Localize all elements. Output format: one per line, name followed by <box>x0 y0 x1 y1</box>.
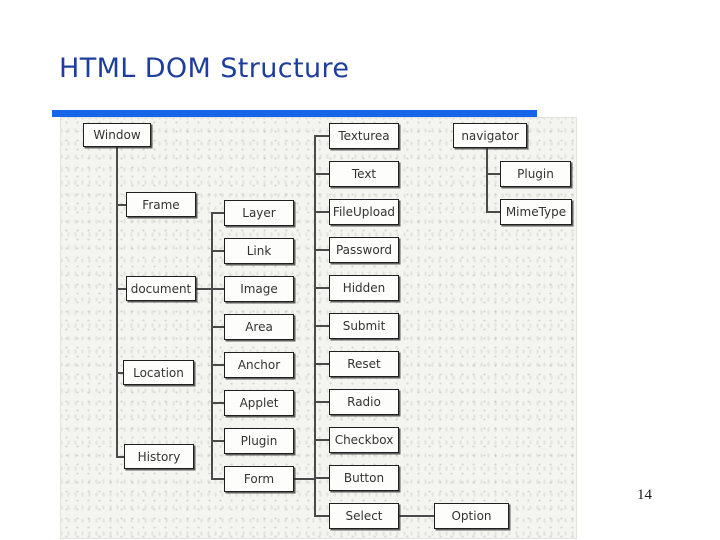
connector-line <box>314 401 329 403</box>
connector-line <box>314 287 329 289</box>
tree-node-radio: Radio <box>329 389 399 415</box>
connector-line <box>211 478 224 480</box>
page-number: 14 <box>637 487 652 503</box>
connector-line <box>211 326 224 328</box>
tree-node-navigator: navigator <box>453 123 527 148</box>
connector-line <box>116 372 123 374</box>
connector-line <box>211 250 224 252</box>
tree-node-plugin-navigator: Plugin <box>500 161 571 187</box>
tree-node-submit: Submit <box>329 313 399 339</box>
tree-node-option: Option <box>434 503 509 529</box>
tree-node-text: Text <box>329 161 399 187</box>
connector-line <box>486 148 488 213</box>
tree-node-button: Button <box>329 465 399 491</box>
tree-node-mimetype: MimeType <box>500 199 572 225</box>
connector-line <box>314 325 329 327</box>
tree-node-plugin-document: Plugin <box>224 428 294 454</box>
tree-node-applet: Applet <box>224 390 294 416</box>
connector-line <box>196 288 211 290</box>
tree-node-checkbox: Checkbox <box>329 427 399 453</box>
connector-line <box>211 440 224 442</box>
tree-node-textarea: Texturea <box>329 123 399 149</box>
connector-line <box>314 477 329 479</box>
tree-node-area: Area <box>224 314 294 340</box>
connector-line <box>211 402 224 404</box>
page-title: HTML DOM Structure <box>59 53 350 84</box>
tree-node-link: Link <box>224 238 294 264</box>
connector-line <box>116 456 126 458</box>
connector-line <box>314 363 329 365</box>
tree-node-hidden: Hidden <box>329 275 399 301</box>
tree-node-document: document <box>126 276 196 301</box>
connector-line <box>116 147 118 458</box>
tree-node-anchor: Anchor <box>224 352 294 378</box>
connector-line <box>116 204 126 206</box>
tree-node-fileupload: FileUpload <box>329 199 399 225</box>
tree-node-window: Window <box>83 123 151 147</box>
tree-node-image: Image <box>224 276 294 302</box>
connector-line <box>211 364 224 366</box>
connector-line <box>314 439 329 441</box>
tree-node-password: Password <box>329 237 399 263</box>
tree-node-layer: Layer <box>224 200 294 226</box>
connector-line <box>314 515 329 517</box>
tree-node-select: Select <box>329 503 399 529</box>
title-divider-bar <box>52 110 537 117</box>
connector-line <box>211 212 213 480</box>
connector-line <box>314 249 329 251</box>
connector-line <box>211 212 224 214</box>
connector-line <box>399 515 434 517</box>
connector-line <box>211 288 224 290</box>
tree-node-location: Location <box>123 360 194 385</box>
tree-node-form: Form <box>224 466 294 492</box>
tree-node-history: History <box>124 444 194 469</box>
connector-line <box>314 173 329 175</box>
connector-line <box>486 211 500 213</box>
connector-line <box>116 288 126 290</box>
tree-node-frame: Frame <box>126 192 196 217</box>
connector-line <box>314 211 329 213</box>
connector-line <box>294 478 314 480</box>
connector-line <box>314 135 329 137</box>
tree-node-reset: Reset <box>329 351 399 377</box>
connector-line <box>486 173 500 175</box>
